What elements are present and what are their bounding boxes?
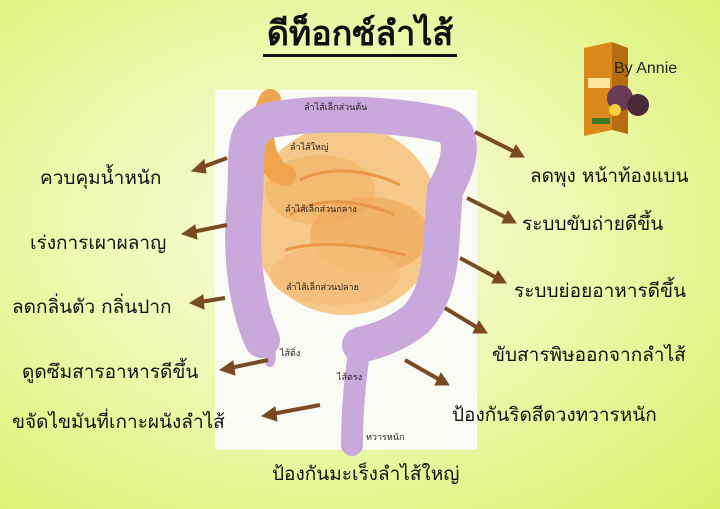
benefit-right-4: ขับสารพิษออกจากลำไส้ (492, 344, 686, 366)
brand-text: By Annie (614, 60, 678, 77)
large-intestine (225, 96, 477, 456)
benefit-right-2: ระบบขับถ่ายดีขึ้น (522, 213, 664, 235)
label-large-intestine: ลำไส้ใหญ่ (290, 143, 329, 153)
benefit-left-2: เร่งการเผาผลาญ (30, 232, 167, 254)
label-appendix: ไส้ติ่ง (280, 349, 301, 359)
product-box-icon (584, 42, 649, 136)
benefit-bottom: ป้องกันมะเร็งลำไส้ใหญ่ (272, 463, 460, 485)
label-ileum: ลำไส้เล็กส่วนปลาย (286, 283, 359, 293)
benefit-left-3: ลดกลิ่นตัว กลิ่นปาก (12, 296, 172, 318)
arrows (180, 130, 525, 422)
label-duodenum: ลำไส้เล็กส่วนต้น (304, 103, 368, 113)
benefit-right-3: ระบบย่อยอาหารดีขึ้น (514, 280, 687, 302)
label-anus: ทวารหนัก (366, 433, 405, 443)
benefit-right-1: ลดพุง หน้าท้องแบน (530, 165, 689, 187)
page-title: ดีท็อกซ์ลำไส้ (0, 6, 720, 60)
benefit-left-1: ควบคุมน้ำหนัก (40, 167, 162, 189)
benefit-left-5: ขจัดไขมันที่เกาะผนังลำไส้ (12, 411, 225, 433)
benefit-left-4: ดูดซึมสารอาหารดีขึ้น (22, 361, 199, 383)
label-jejunum: ลำไส้เล็กส่วนกลาง (285, 205, 357, 215)
label-rectum: ไส้ตรง (337, 373, 363, 383)
benefit-right-5: ป้องกันริดสีดวงทวารหนัก (452, 404, 657, 426)
